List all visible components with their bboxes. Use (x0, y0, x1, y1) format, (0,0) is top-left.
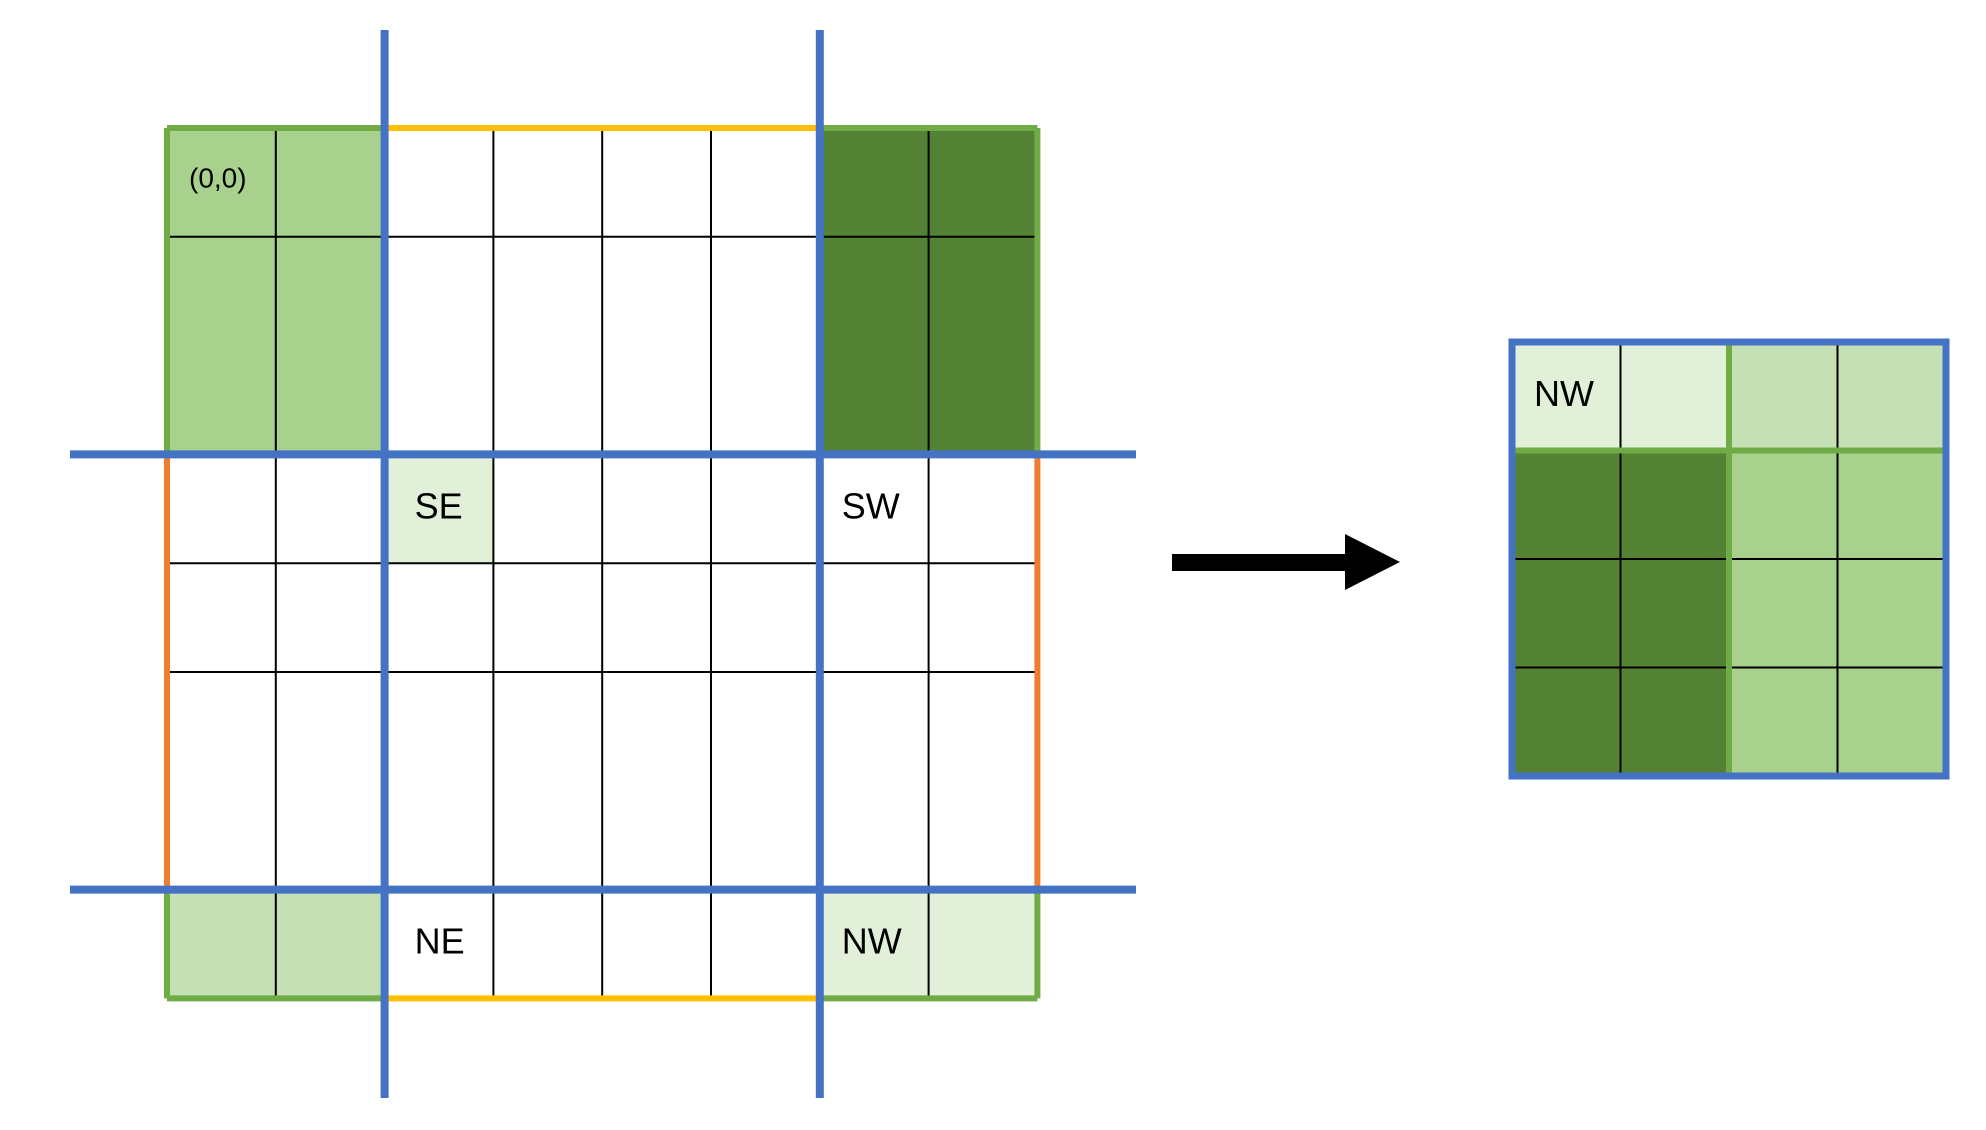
result-grid-border (1508, 338, 1950, 780)
result-grid: NW (1508, 338, 1950, 780)
nw-label: NW (842, 921, 902, 962)
result-nw-label: NW (1534, 373, 1594, 414)
origin-label: (0,0) (189, 162, 247, 193)
source-grid: (0,0) SE SW NE NW (70, 30, 1136, 1098)
sw-label: SW (842, 485, 900, 526)
transform-arrow (1172, 534, 1400, 590)
cell-fill-pale-green (384, 454, 494, 564)
arrow-head (1345, 534, 1400, 590)
ne-label: NE (415, 921, 465, 962)
arrow-shaft (1172, 554, 1350, 571)
se-label: SE (415, 485, 463, 526)
